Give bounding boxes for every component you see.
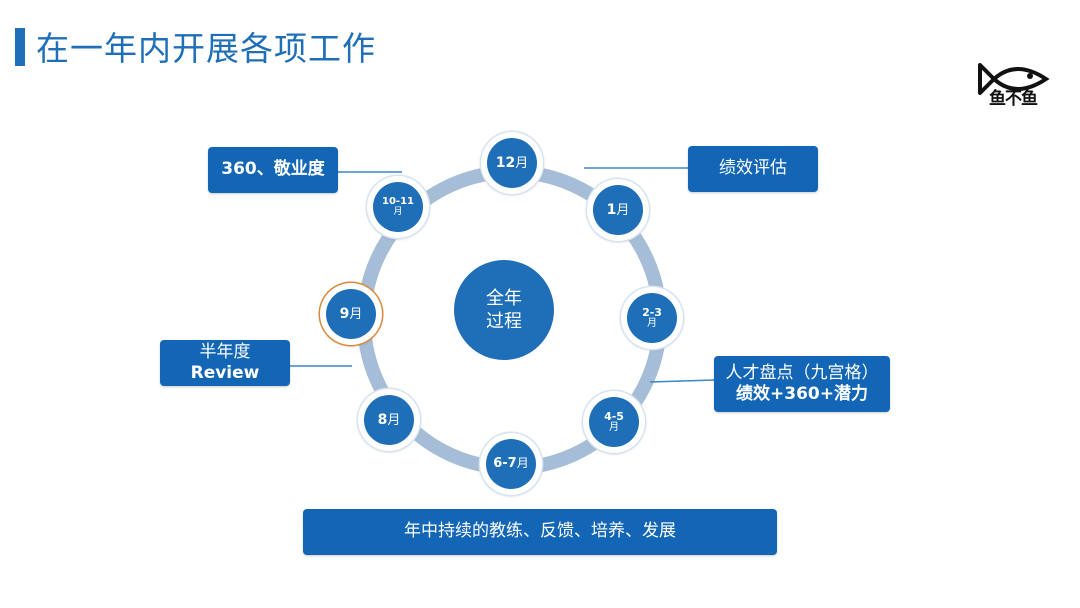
title-accent-bar bbox=[15, 28, 25, 66]
node-10-11-unit: 月 bbox=[393, 206, 403, 217]
node-6-7-main: 6-7 bbox=[493, 456, 517, 472]
callout-bottom-coaching: 年中持续的教练、反馈、培养、发展 bbox=[303, 509, 777, 555]
callout-talent-line1: 人才盘点（九宫格） bbox=[725, 362, 879, 383]
node-4-5-main: 4-5 bbox=[604, 409, 624, 423]
page-title: 在一年内开展各项工作 bbox=[36, 29, 376, 68]
callout-talent-review: 人才盘点（九宫格） 绩效+360+潜力 bbox=[714, 356, 890, 412]
node-2-3-unit: 月 bbox=[647, 317, 657, 329]
node-2-3-main: 2-3 bbox=[642, 305, 662, 319]
node-6-7-unit: 月 bbox=[516, 456, 529, 471]
callout-bottom-text: 年中持续的教练、反馈、培养、发展 bbox=[404, 521, 676, 542]
center-line1: 全年 bbox=[486, 287, 522, 309]
callout-half-year-line1: 半年度 bbox=[199, 341, 251, 362]
node-8-main: 8 bbox=[377, 411, 388, 428]
center-line2: 过程 bbox=[486, 311, 522, 332]
fish-icon bbox=[978, 63, 1050, 95]
node-10-11-main: 10-11 bbox=[382, 196, 414, 208]
callout-half-year-line2: Review bbox=[190, 363, 260, 383]
node-9-unit: 月 bbox=[349, 306, 363, 322]
node-1-main: 1 bbox=[606, 201, 617, 218]
node-12-main: 12 bbox=[495, 154, 516, 171]
callout-half-year: 半年度 Review bbox=[160, 340, 290, 386]
node-4-5-unit: 月 bbox=[609, 421, 619, 433]
callout-engagement: 360、敬业度 bbox=[208, 147, 338, 193]
logo-text: 鱼不鱼 bbox=[989, 89, 1038, 109]
center-circle: 全年 过程 bbox=[454, 260, 554, 360]
node-8-unit: 月 bbox=[387, 412, 401, 428]
node-12-unit: 月 bbox=[515, 155, 529, 171]
callout-engagement-text: 360、敬业度 bbox=[221, 159, 325, 180]
callout-performance: 绩效评估 bbox=[688, 146, 818, 192]
callout-performance-text: 绩效评估 bbox=[719, 158, 787, 179]
node-1-unit: 月 bbox=[616, 202, 630, 218]
callout-talent-line2: 绩效+360+潜力 bbox=[736, 384, 868, 404]
connector-talent bbox=[649, 379, 715, 383]
node-9-main: 9 bbox=[339, 305, 350, 322]
